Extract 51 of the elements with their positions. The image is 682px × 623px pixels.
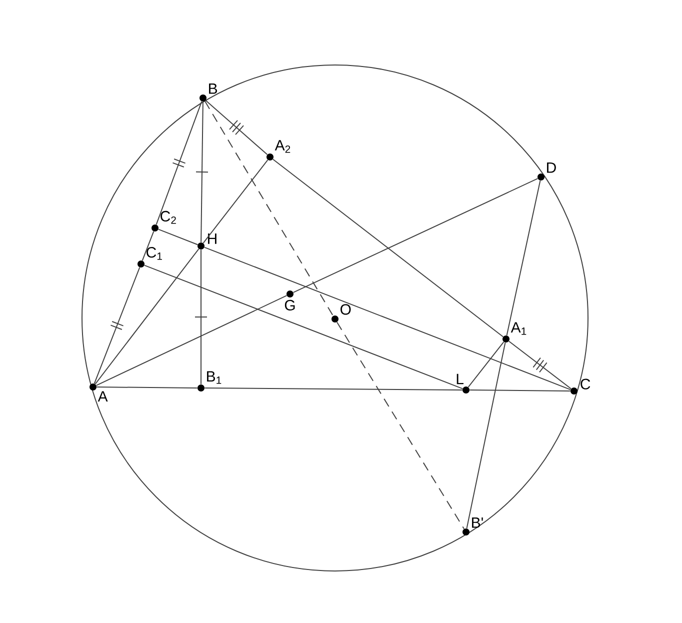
labeled-point: H [198, 234, 216, 250]
line-segment [204, 100, 334, 316]
line-segment [142, 230, 154, 262]
node-label: B' [472, 517, 483, 528]
node-label: L [456, 374, 464, 384]
line-segment [94, 248, 200, 385]
line-segment [94, 266, 140, 384]
labeled-point: C$_{1}$ [138, 247, 162, 268]
node-label: H [208, 234, 216, 244]
node-label: C$_{2}$ [160, 210, 176, 224]
node-label: B [209, 83, 218, 94]
line-segment [156, 100, 202, 226]
labeled-point: B' [462, 517, 483, 536]
line-segment [336, 322, 465, 530]
node-label: O [340, 304, 351, 315]
line-segment [272, 158, 504, 338]
line-segment [200, 101, 204, 243]
line-segment [469, 390, 571, 392]
line-segment [508, 340, 572, 390]
line-segment [506, 180, 541, 336]
labeled-point: D [538, 162, 556, 180]
labeled-point: C$_{2}$ [152, 210, 176, 232]
line-segment [466, 342, 506, 529]
node-label: D [547, 162, 556, 173]
labeled-point: C [570, 378, 590, 394]
line-segment [158, 228, 198, 246]
node-label: C$_{1}$ [146, 247, 162, 260]
line-segment [200, 249, 202, 385]
line-segment [204, 388, 463, 390]
line-segment [144, 264, 464, 390]
line-segment [96, 295, 288, 386]
node-label: A$_{2}$ [274, 140, 290, 153]
labeled-point: O [332, 304, 351, 322]
line-segment [96, 386, 198, 388]
line-segment [292, 178, 538, 293]
labeled-point: A$_{1}$ [502, 322, 526, 342]
node-label: A$_{1}$ [510, 322, 526, 335]
labeled-point: L [456, 374, 470, 394]
labeled-point: B$_{1}$ [198, 371, 222, 392]
node-label: B$_{1}$ [207, 371, 222, 384]
labeled-point: A [90, 384, 108, 402]
node-label: G [284, 300, 295, 311]
labeled-point: G [284, 290, 295, 310]
line-segment [468, 341, 504, 388]
node-label: C [580, 378, 590, 390]
line-segment [205, 100, 268, 156]
node-label: A [98, 391, 108, 402]
labeled-point: B [200, 83, 218, 102]
line-segment [202, 159, 268, 244]
labeled-point: A$_{2}$ [266, 140, 290, 160]
line-segment [204, 246, 572, 390]
